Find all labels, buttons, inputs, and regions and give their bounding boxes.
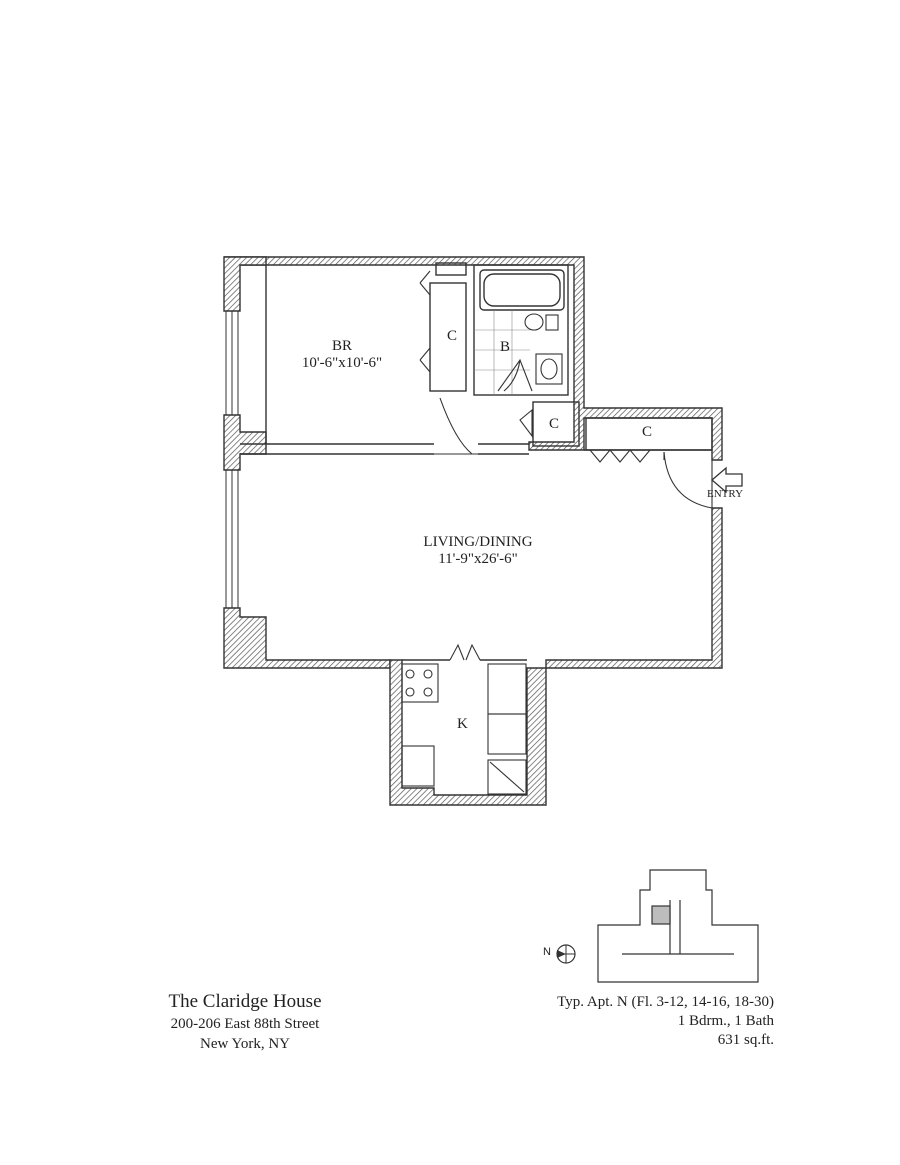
bath-label: B <box>500 339 511 355</box>
closet-hall-label: C <box>549 416 560 432</box>
north-label: N <box>543 946 551 958</box>
exterior-wall-left-bottom <box>223 607 391 669</box>
living-name: LIVING/DINING <box>423 534 533 550</box>
entry-label: ENTRY <box>707 488 744 500</box>
unit-rooms: 1 Bdrm., 1 Bath <box>677 1013 774 1029</box>
exterior-wall-left-top <box>223 256 267 312</box>
building-name: The Claridge House <box>168 991 322 1012</box>
bath-tiles <box>474 310 530 395</box>
kitchen-wall <box>389 659 547 806</box>
living-dims: 11'-9"x26'-6" <box>438 551 518 567</box>
bath-fixtures <box>524 313 563 385</box>
kitchen-label: K <box>457 716 468 732</box>
building-city: New York, NY <box>199 1036 290 1052</box>
north-arrow-icon <box>556 944 576 964</box>
building-address: 200-206 East 88th Street <box>170 1016 320 1032</box>
exterior-wall-left-mid <box>223 414 267 471</box>
bedroom-dims: 10'-6"x10'-6" <box>301 355 383 371</box>
key-plan <box>597 869 759 983</box>
bedroom-label: BR 10'-6"x10'-6" <box>290 338 394 372</box>
interior-walls <box>240 262 713 661</box>
closet-entry-label: C <box>642 424 653 440</box>
unit-type: Typ. Apt. N (Fl. 3-12, 14-16, 18-30) <box>557 994 774 1010</box>
exterior-wall <box>224 256 723 461</box>
unit-info: Typ. Apt. N (Fl. 3-12, 14-16, 18-30) 1 B… <box>470 993 774 1050</box>
unit-area: 631 sq.ft. <box>717 1032 774 1048</box>
windows <box>225 311 239 608</box>
exterior-wall-right <box>545 507 723 669</box>
kitchen-appliances <box>401 663 527 795</box>
building-info: The Claridge House 200-206 East 88th Str… <box>120 990 370 1054</box>
closet-br-label: C <box>447 328 458 344</box>
entry-arrow-icon <box>711 466 743 494</box>
living-label: LIVING/DINING 11'-9"x26'-6" <box>396 534 560 568</box>
doors <box>419 270 713 661</box>
bedroom-name: BR <box>331 338 352 354</box>
